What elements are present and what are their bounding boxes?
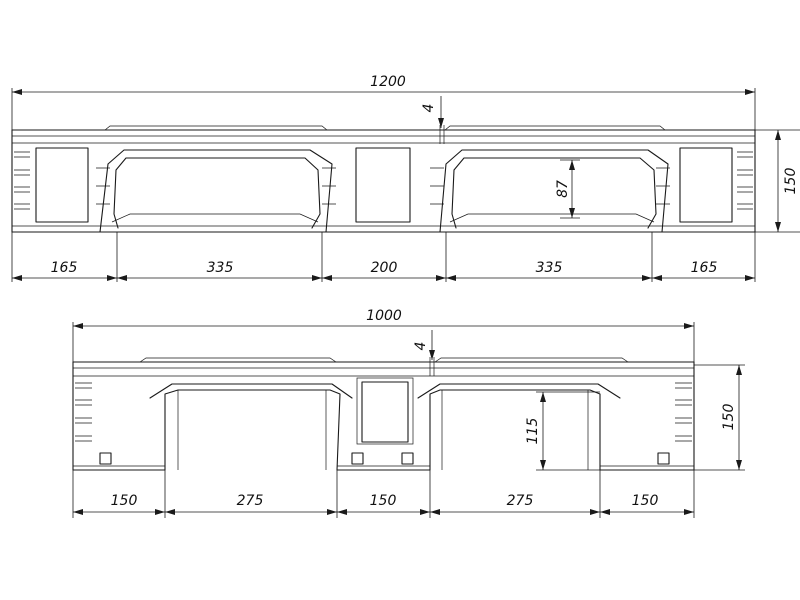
dim-label-opening-1000: 115 (525, 418, 541, 445)
dimension-height-1200: 150 (755, 129, 800, 233)
dim-label-height-1000: 150 (721, 404, 737, 431)
pallet-outline-1000 (72, 357, 695, 471)
dim-label-opening-1200: 87 (555, 180, 571, 198)
dim-label-span-1000-5: 150 (632, 493, 659, 509)
dimension-height-1000: 150 (694, 364, 745, 471)
dim-label-gap-1200: 4 (421, 104, 437, 113)
dim-label-span-1200-3: 200 (371, 260, 398, 276)
side-view-1000: 1000 4 150 115 (72, 308, 745, 518)
dimension-opening-87: 87 (555, 159, 580, 219)
dim-label-overall-1000: 1000 (366, 308, 402, 324)
center-block-1000 (361, 381, 409, 443)
block-left (35, 147, 89, 223)
dimension-gap-1000: 4 (413, 330, 435, 360)
vent-slots-1000 (75, 382, 692, 442)
dim-label-overall-1200: 1200 (370, 74, 406, 90)
fork-opening-right-1200 (439, 149, 669, 233)
dimension-spans-1200: 165 335 200 335 165 (11, 232, 756, 282)
dim-label-height-1200: 150 (783, 168, 799, 195)
dimension-spans-1000: 150 275 150 275 150 (72, 470, 695, 518)
fork-opening-left-1000 (149, 383, 353, 471)
drain-holes-1000 (99, 452, 670, 465)
dim-label-span-1200-1: 165 (51, 260, 78, 276)
dimension-overall-1000: 1000 (72, 308, 695, 362)
dim-label-span-1000-1: 150 (111, 493, 138, 509)
dimension-opening-115: 115 (525, 391, 600, 471)
dim-label-span-1200-2: 335 (207, 260, 234, 276)
dim-label-span-1000-3: 150 (370, 493, 397, 509)
block-center (355, 147, 411, 223)
side-view-1200: 1200 4 150 87 (11, 74, 800, 282)
dim-label-span-1200-5: 165 (691, 260, 718, 276)
vent-slots-1200 (14, 151, 753, 210)
dim-label-gap-1000: 4 (413, 342, 429, 351)
dim-label-span-1200-4: 335 (536, 260, 563, 276)
fork-opening-right-1000 (417, 383, 621, 471)
block-right (679, 147, 733, 223)
dim-label-span-1000-2: 275 (237, 493, 264, 509)
dimension-overall-1200: 1200 (11, 74, 756, 130)
dimension-gap-1200: 4 (421, 96, 444, 128)
dim-label-span-1000-4: 275 (507, 493, 534, 509)
fork-opening-left-1200 (99, 149, 333, 233)
pallet-outline-1200 (11, 125, 756, 233)
